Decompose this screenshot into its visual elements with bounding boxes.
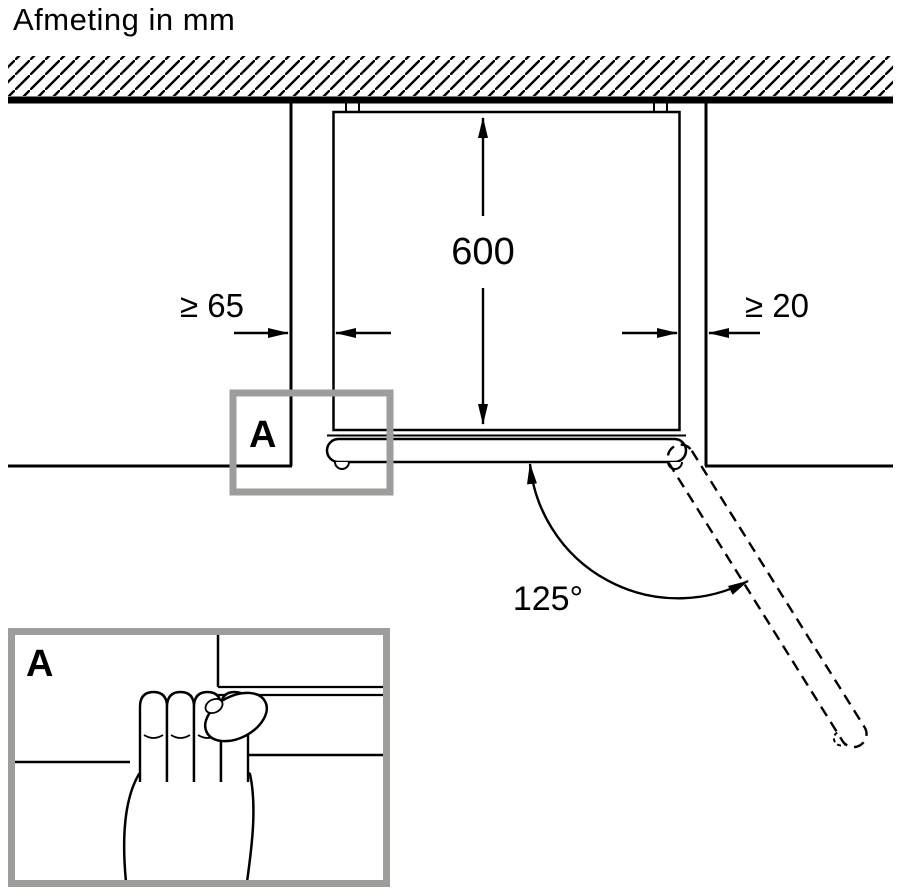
hand-illustration: [122, 690, 269, 884]
right-clearance-label: ≥ 20: [745, 287, 809, 324]
detail-a-box: [8, 628, 390, 887]
callout-a-label: A: [249, 414, 276, 456]
left-clearance-label: ≥ 65: [180, 287, 244, 324]
door-swing-arc: [527, 463, 749, 600]
wall-hatching: [8, 56, 893, 96]
appliance-door: [325, 437, 688, 464]
detail-a-label: A: [26, 643, 53, 685]
callout-a-box: [229, 389, 394, 496]
hand-finger-2: [165, 690, 196, 782]
appliance-body: [332, 110, 681, 432]
door-open-dashed-outline: [666, 443, 868, 749]
door-angle-label: 125°: [513, 580, 583, 618]
finger-crease-2: [170, 734, 191, 739]
door-hinge-curl-left: [334, 461, 350, 470]
door-open-curl: [832, 731, 846, 747]
door-open-dashed-rect: [666, 443, 868, 749]
finger-crease-1: [143, 734, 164, 739]
depth-dimension-label: 600: [451, 231, 514, 273]
detail-view-a: A: [8, 628, 390, 887]
page-title: Afmeting in mm: [13, 2, 236, 37]
thumb-nail: [204, 697, 224, 715]
hand-finger-1: [138, 690, 169, 782]
